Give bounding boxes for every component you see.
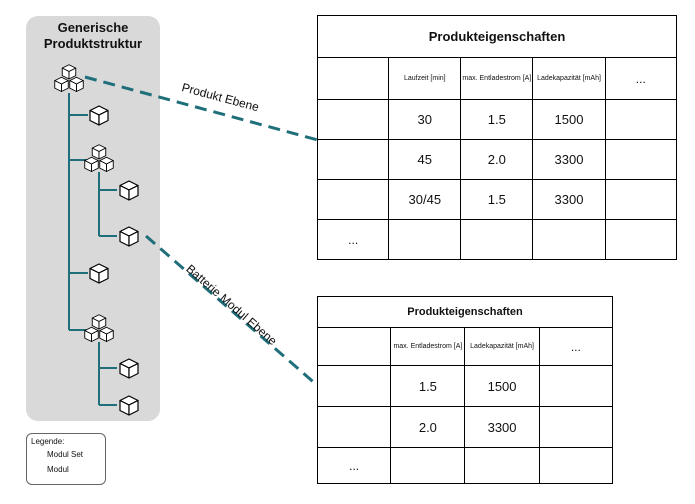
table-row: 30/45 1.5 3300 — [316, 179, 678, 220]
legend-modul-set-label: Modul Set — [47, 450, 84, 459]
legend-modul-label: Modul — [47, 465, 69, 474]
value-cell — [538, 406, 614, 448]
image-cell — [316, 365, 392, 407]
table-row: 1.5 1500 — [316, 365, 614, 407]
header-cell: Laufzeit [min] — [388, 57, 462, 100]
tree-title-line1: Generische — [57, 20, 129, 35]
header-cell: ... — [604, 57, 678, 100]
table-row: 45 2.0 3300 — [316, 139, 678, 180]
value-cell: 30/45 — [388, 179, 462, 220]
header-cell: ... — [538, 327, 614, 366]
tree-panel — [26, 16, 160, 421]
value-cell: 45 — [388, 139, 462, 180]
value-cell — [388, 219, 462, 260]
value-cell — [538, 365, 614, 407]
legend: Legende: Modul Set Modul — [26, 433, 106, 485]
value-cell: 1.5 — [460, 179, 534, 220]
header-cell: max. Entladestrom [A] — [460, 57, 534, 100]
value-cell — [604, 99, 678, 140]
value-cell — [464, 447, 540, 484]
image-header-cell — [316, 327, 392, 366]
value-cell: 1.5 — [390, 365, 466, 407]
table-row: 30 1.5 1500 — [316, 99, 678, 140]
value-cell: 3300 — [532, 179, 606, 220]
value-cell: 3300 — [532, 139, 606, 180]
value-cell: 1500 — [532, 99, 606, 140]
value-cell: 2.0 — [390, 406, 466, 448]
value-cell: 2.0 — [460, 139, 534, 180]
tree-title: Generische Produktstruktur — [26, 20, 160, 52]
product-properties-table: Produkteigenschaften Laufzeit [min] max.… — [316, 15, 678, 260]
image-cell — [316, 99, 390, 140]
value-cell — [604, 179, 678, 220]
value-cell: 30 — [388, 99, 462, 140]
dashed-connectors — [84, 75, 319, 388]
value-cell — [532, 219, 606, 260]
table-row: ... — [316, 219, 678, 260]
product-table-title: Produkteigenschaften — [317, 15, 677, 58]
header-cell: Ladekapazität [mAh] — [532, 57, 606, 100]
legend-item-modul: Modul — [47, 465, 69, 474]
more-rows-cell: ... — [316, 219, 390, 260]
value-cell — [390, 447, 466, 484]
more-rows-cell: ... — [316, 447, 392, 484]
battery-properties-table: Produkteigenschaften max. Entladestrom [… — [316, 296, 614, 484]
tree-title-line2: Produktstruktur — [43, 36, 143, 51]
image-cell — [316, 406, 392, 448]
legend-title: Legende: — [31, 437, 65, 446]
legend-item-modul-set: Modul Set — [47, 450, 83, 459]
battery-table-title: Produkteigenschaften — [317, 296, 613, 328]
image-header-cell — [316, 57, 390, 100]
image-cell — [316, 139, 390, 180]
header-cell: Ladekapazität [mAh] — [464, 327, 540, 366]
value-cell — [604, 219, 678, 260]
value-cell: 1500 — [464, 365, 540, 407]
value-cell — [538, 447, 614, 484]
value-cell: 3300 — [464, 406, 540, 448]
table-row: ... — [316, 447, 614, 484]
tree-lines — [68, 93, 117, 406]
table-row: 2.0 3300 — [316, 406, 614, 448]
tree-nodes — [55, 65, 139, 416]
image-cell — [316, 179, 390, 220]
value-cell — [460, 219, 534, 260]
header-cell: max. Entladestrom [A] — [390, 327, 466, 366]
value-cell — [604, 139, 678, 180]
value-cell: 1.5 — [460, 99, 534, 140]
